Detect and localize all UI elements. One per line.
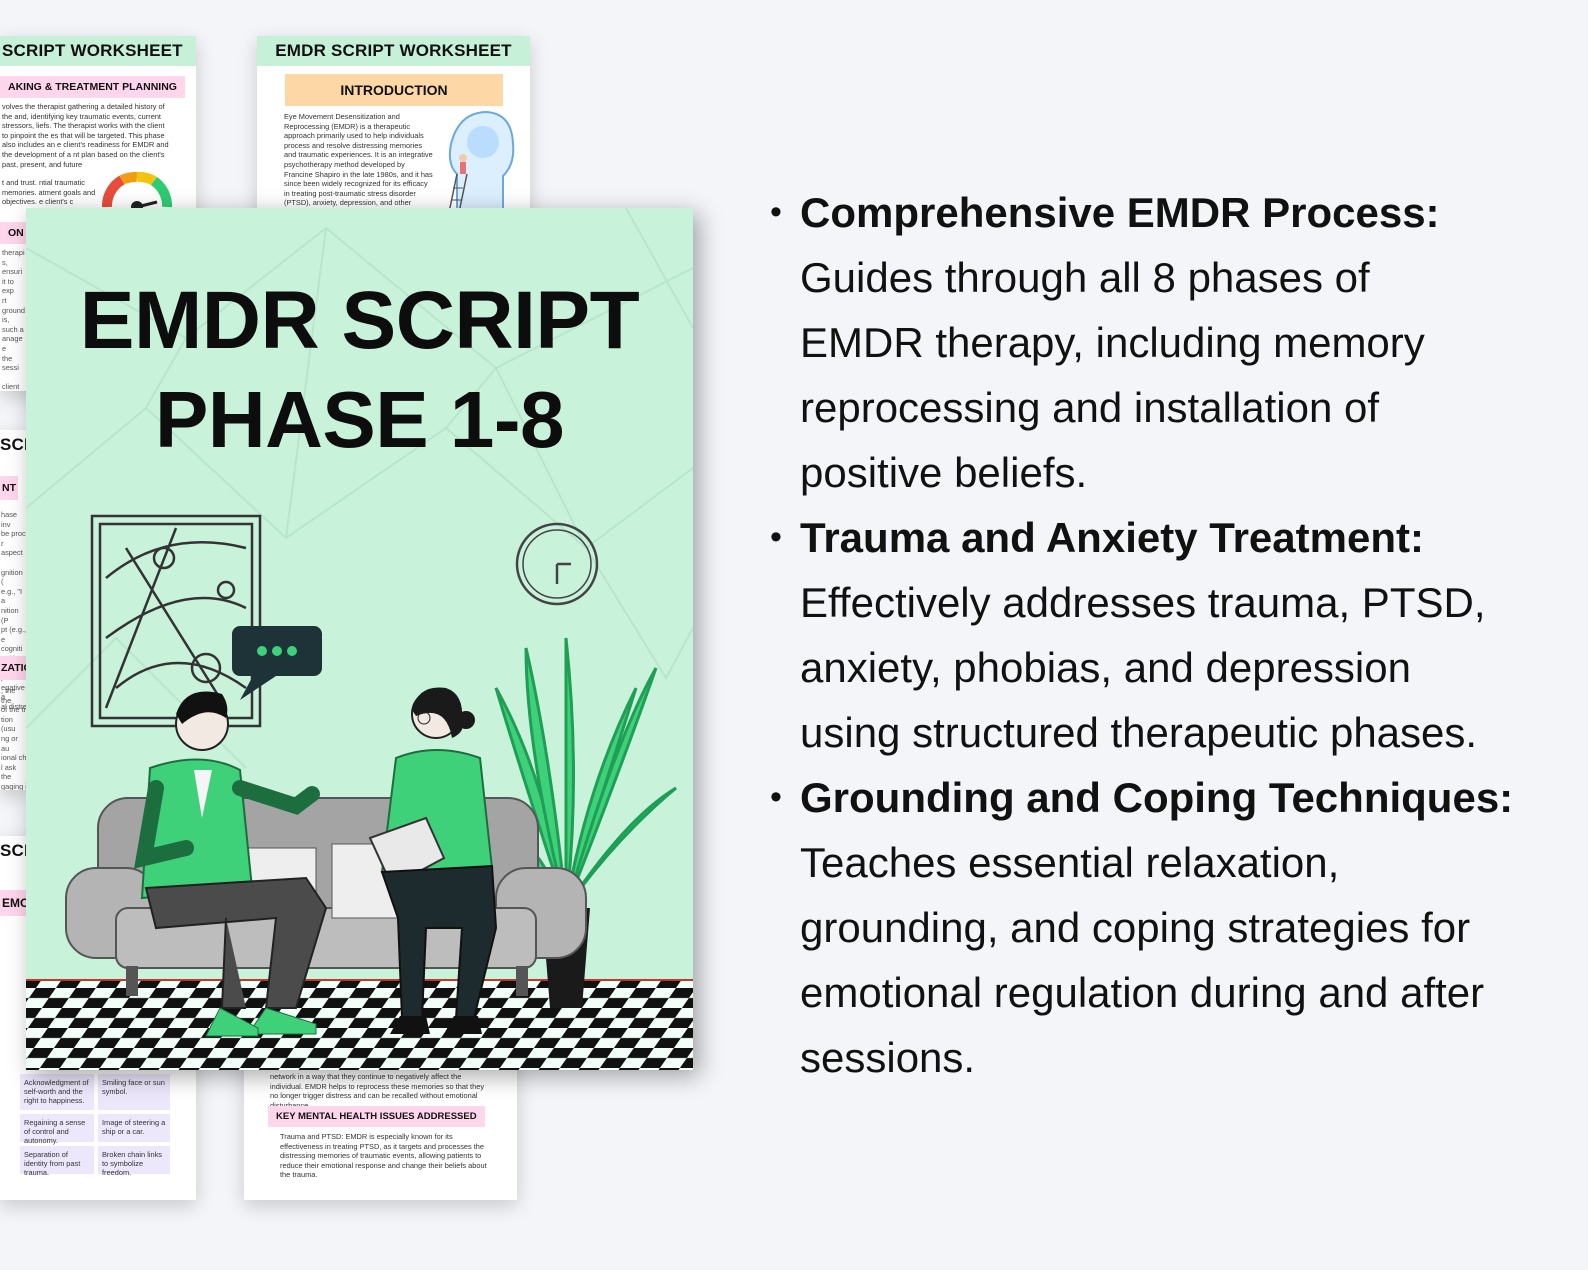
worksheet-paragraph-2: t and trust. ntial traumatic memories. a… [2, 178, 96, 207]
worksheet-paragraph: Eye Movement Desensitization and Reproce… [284, 112, 433, 217]
cover-title-line-1: EMDR SCRIPT [79, 275, 640, 366]
feature-title: Grounding and Coping Techniques: [800, 774, 1514, 821]
table-cell-r3c2: Broken chain links to symbolize freedom. [98, 1146, 170, 1177]
feature-title: Comprehensive EMDR Process: [800, 189, 1440, 236]
worksheet-header: EMDR SCRIPT WORKSHEET [257, 36, 530, 66]
head-ladder-illustration-icon [446, 110, 515, 224]
wall-clock-icon [515, 522, 599, 606]
worksheet-section-tag-2: ZATION [0, 656, 28, 680]
speech-bubble-icon [232, 626, 322, 700]
therapy-session-illustration [26, 514, 693, 1070]
client-man-figure [134, 691, 328, 1037]
worksheet-bullet-text: Trauma and PTSD: EMDR is especially know… [280, 1132, 487, 1180]
worksheet-section-tag-2: ON [0, 222, 32, 244]
feature-description: Guides through all 8 phases of EMDR ther… [800, 254, 1425, 496]
worksheet-preview-top-right: EMDR SCRIPT WORKSHEET INTRODUCTION Eye M… [257, 36, 530, 226]
cover-background-pattern [26, 208, 693, 769]
table-cell-r3c1: Separation of identity from past trauma. [20, 1146, 94, 1177]
cover-page: EMDR SCRIPT PHASE 1-8 [26, 208, 693, 1070]
feature-item: Comprehensive EMDR Process: Guides throu… [770, 180, 1550, 505]
table-cell-r2c1: Regaining a sense of control and autonom… [20, 1114, 94, 1145]
table-cell-r2c2: Image of steering a ship or a car. [98, 1114, 170, 1142]
worksheet-paragraph: network in a way that they continue to n… [270, 1072, 485, 1110]
worksheet-section-tag: AKING & TREATMENT PLANNING [0, 76, 185, 98]
worksheet-section-tag: NT [0, 476, 18, 500]
worksheet-header: SCI [0, 430, 28, 460]
feature-title: Trauma and Anxiety Treatment: [800, 514, 1424, 561]
table-cell-r1c1: Acknowledgment of self-worth and the rig… [20, 1074, 94, 1110]
wall-art-frame [90, 514, 262, 728]
worksheet-paragraph: volves the therapist gathering a detaile… [2, 102, 169, 169]
table-cell-r1c2: Smiling face or sun symbol. [98, 1074, 170, 1110]
worksheet-section-tag: INTRODUCTION [285, 74, 503, 106]
worksheet-preview-bottom-right: network in a way that they continue to n… [244, 1050, 517, 1200]
feature-list: Comprehensive EMDR Process: Guides throu… [770, 180, 1550, 1090]
worksheet-header: SCRIPT WORKSHEET [0, 36, 196, 66]
gauge-icon [102, 171, 172, 212]
cover-title-line-2: PHASE 1-8 [155, 375, 564, 464]
therapist-woman-figure [368, 687, 498, 1034]
feature-item: Trauma and Anxiety Treatment: Effectivel… [770, 505, 1550, 765]
feature-description: Teaches essential relaxation, grounding,… [800, 839, 1485, 1081]
potted-plant [455, 637, 677, 1008]
feature-item: Grounding and Coping Techniques: Teaches… [770, 765, 1550, 1090]
feature-description: Effectively addresses trauma, PTSD, anxi… [800, 579, 1486, 756]
worksheet-section-tag: KEY MENTAL HEALTH ISSUES ADDRESSED [268, 1106, 485, 1127]
